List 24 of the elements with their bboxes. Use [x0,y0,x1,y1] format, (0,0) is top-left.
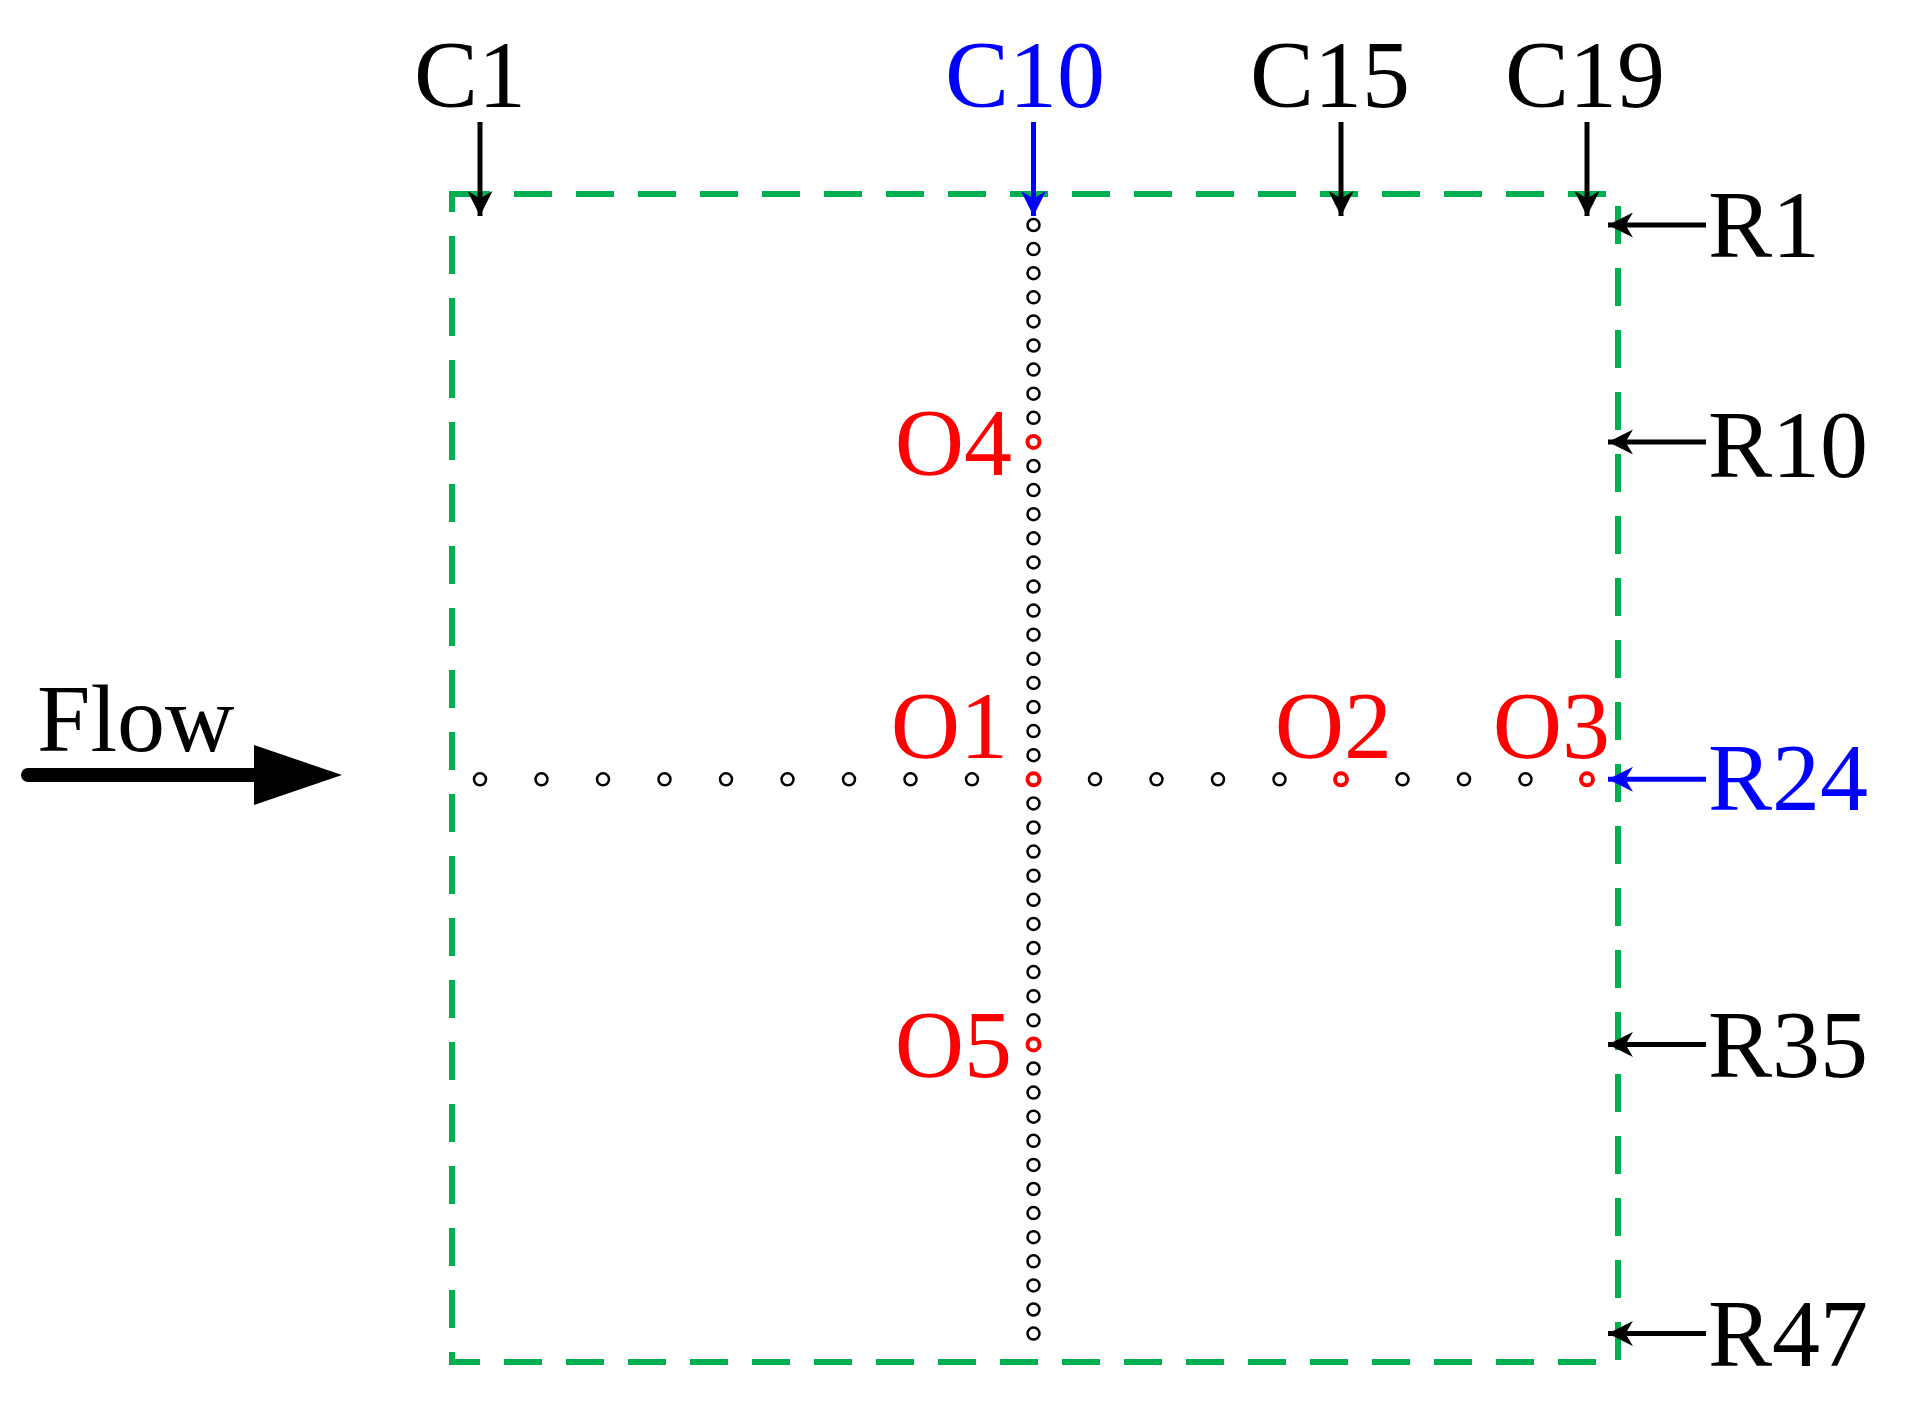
point-label: O1 [890,678,1008,774]
row-label: R24 [1708,730,1869,826]
column-label: C1 [414,27,526,123]
point-label: O3 [1492,678,1610,774]
row-label: R1 [1708,177,1821,273]
column-label: C15 [1250,27,1410,123]
arrow [467,122,493,216]
row-label: R47 [1708,1286,1869,1382]
arrow [1608,1031,1706,1057]
column-label: C19 [1505,27,1665,123]
column-label: C10 [945,27,1105,123]
point-label: O4 [894,395,1012,491]
arrow [1328,122,1354,216]
arrow [1608,1321,1706,1347]
flow-label: Flow [37,671,235,767]
arrow [1574,122,1600,216]
arrow [1608,429,1706,455]
arrow [1608,212,1706,238]
arrow [1021,122,1046,216]
point-label: O2 [1274,678,1392,774]
row-label: R10 [1708,397,1869,493]
arrow [1608,766,1706,792]
point-label: O5 [894,997,1012,1093]
row-label: R35 [1708,997,1869,1093]
